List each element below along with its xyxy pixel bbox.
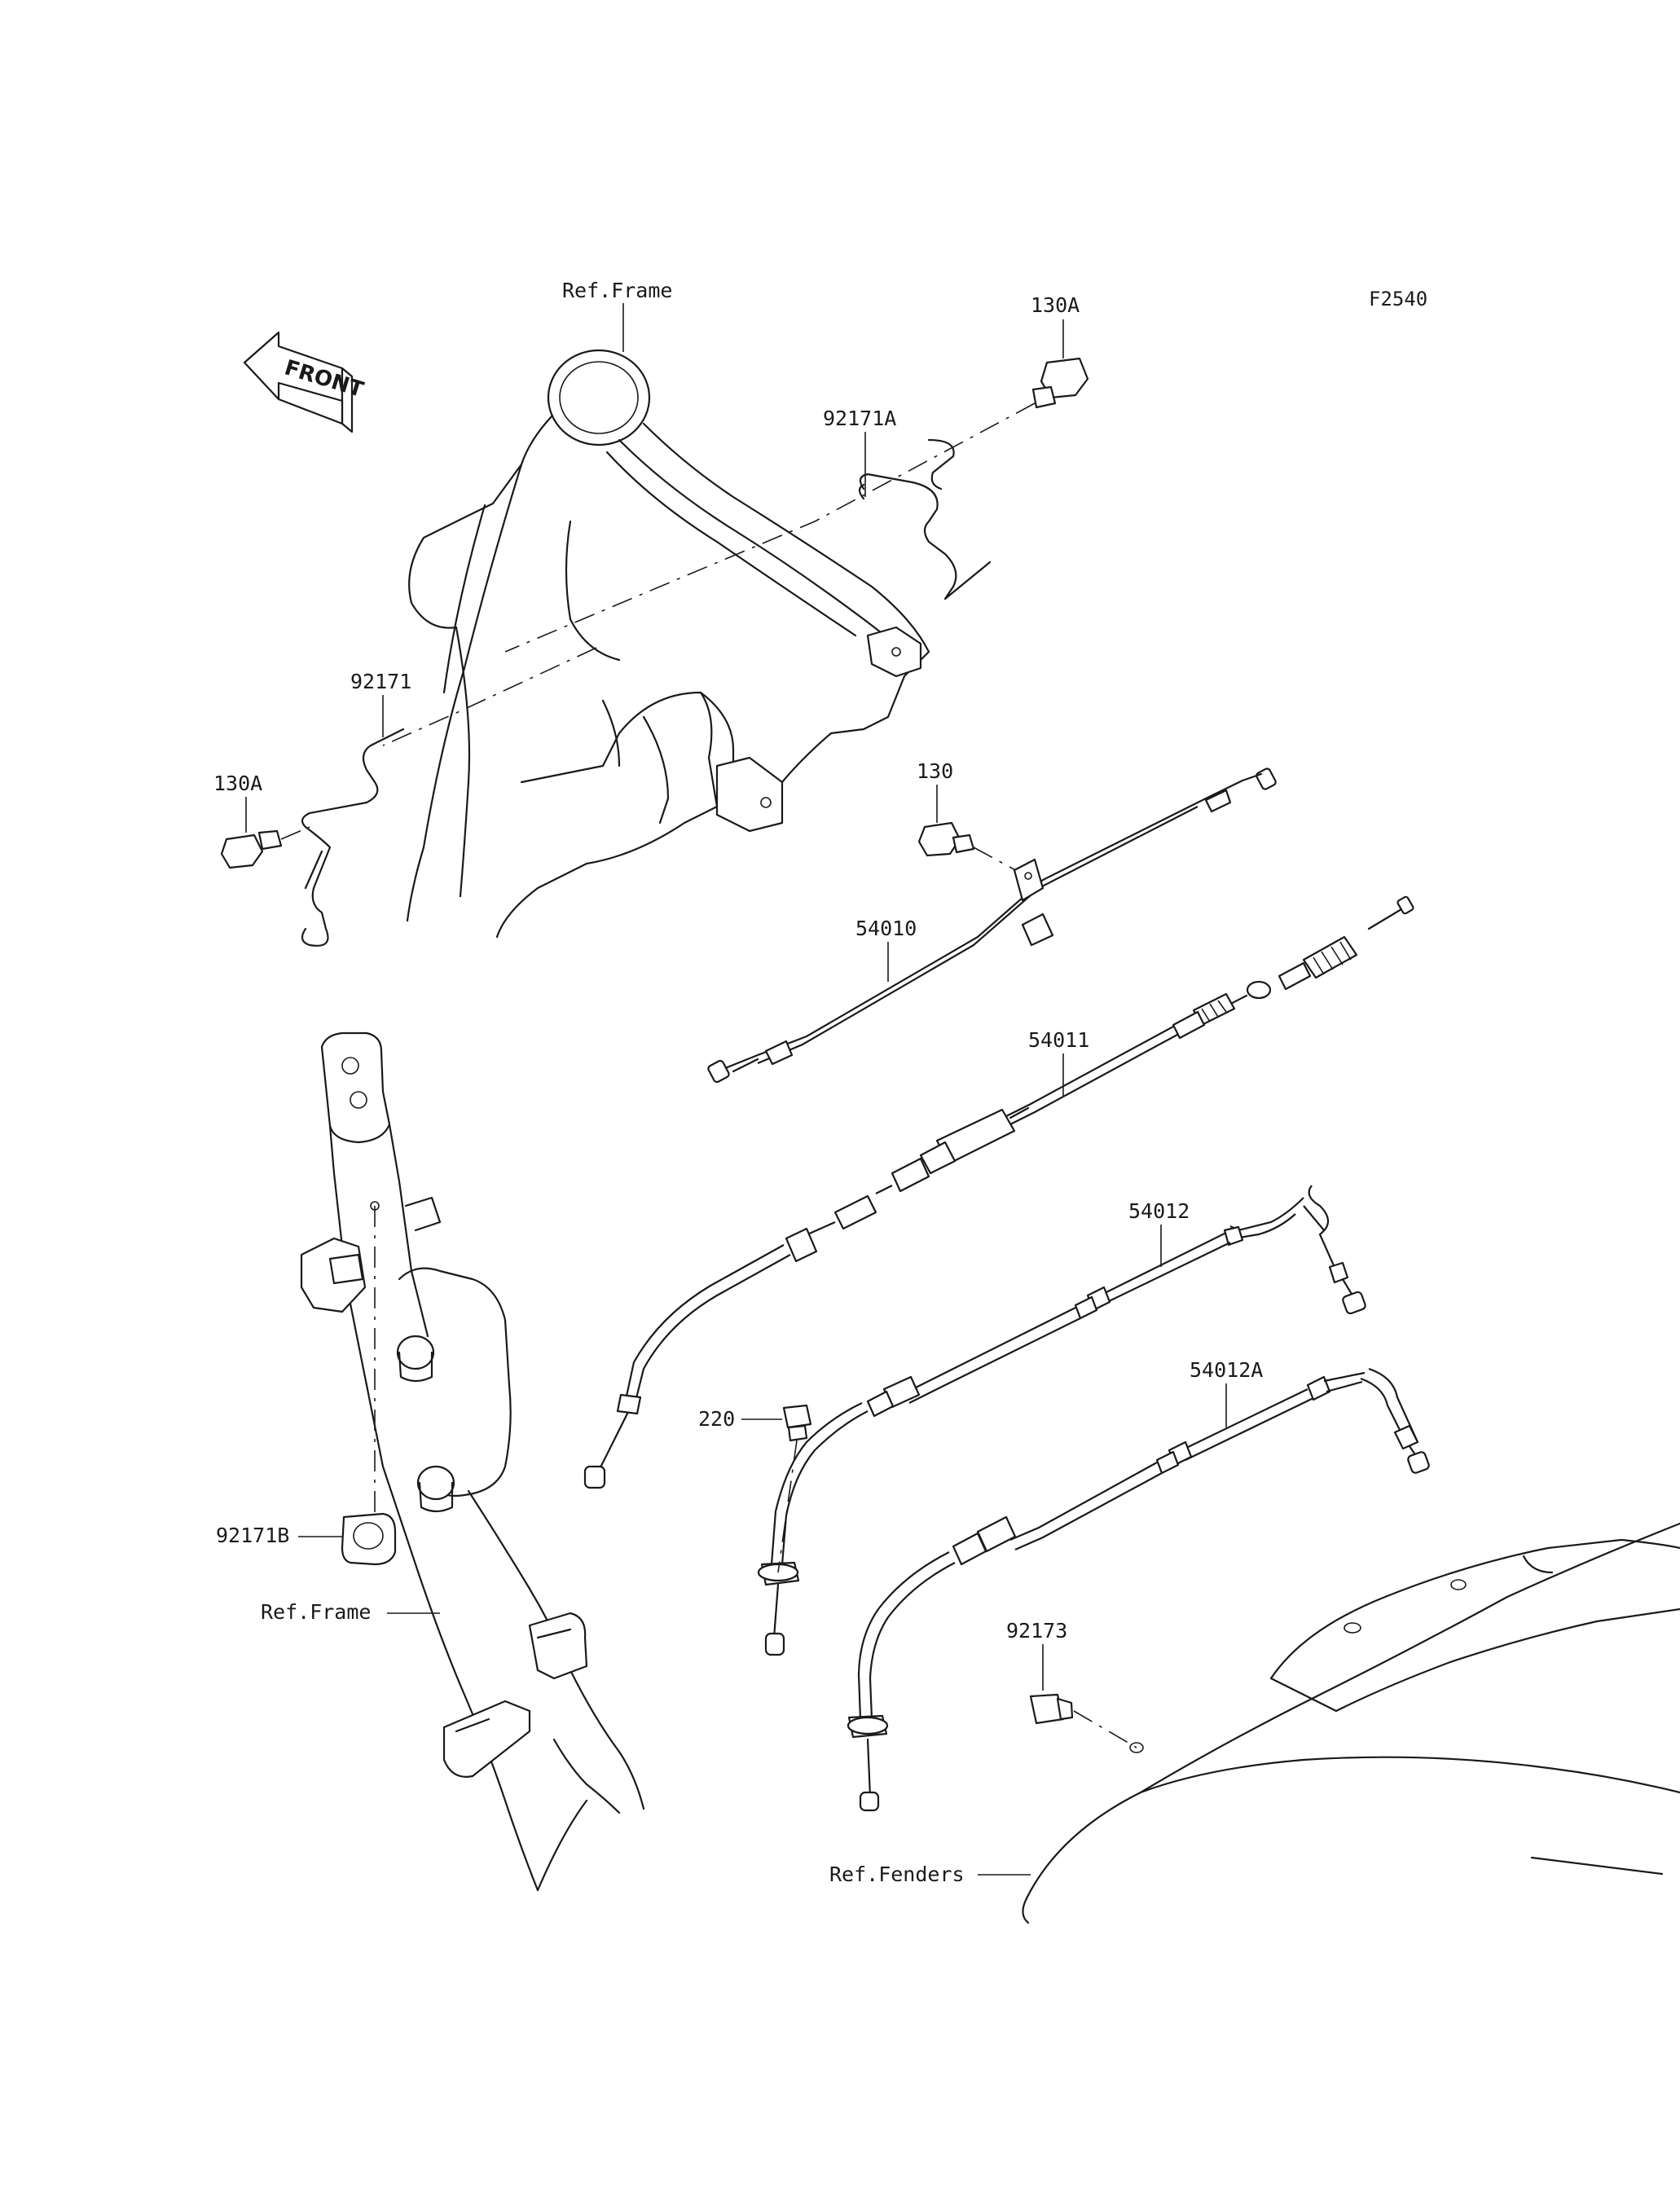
bolt-130-label: 130: [917, 759, 953, 783]
screw-220-centerline: [777, 1440, 798, 1573]
bolt-130-icon: [917, 821, 975, 857]
cable-54011-icon: [583, 895, 1414, 1489]
bolt-130a-left-label: 130A: [213, 772, 262, 795]
lower-frame: [300, 1031, 645, 1892]
bolt-130-centerline: [973, 847, 1019, 873]
clamp-92171-centerline: [382, 647, 597, 746]
clamp-92171b-label: 92171B: [216, 1524, 289, 1547]
clamp-92171-label: 92171: [350, 670, 411, 693]
upper-frame: [406, 349, 930, 939]
bolt-130a-left-icon: [220, 829, 283, 869]
cable-54010-label: 54010: [855, 917, 917, 940]
clamp-92171b-icon: [341, 1512, 397, 1566]
clip-92173-label: 92173: [1006, 1619, 1067, 1643]
clamp-92171-icon: [301, 728, 405, 947]
clamp-92171a-label: 92171A: [823, 407, 896, 430]
screw-220-label: 220: [698, 1407, 735, 1431]
ref-fenders-label: Ref.Fenders: [829, 1863, 965, 1886]
cable-54010-icon: [707, 767, 1277, 1084]
bolt-130a-top-centerline: [504, 402, 1036, 653]
figure-code: F2540: [1369, 288, 1427, 310]
cable-54012-label: 54012: [1128, 1199, 1190, 1223]
ref-frame-top-label: Ref.Frame: [562, 279, 672, 302]
clamp-92171a-icon: [858, 438, 992, 600]
front-arrow-icon: FRONT: [243, 331, 367, 433]
cable-54012a-icon: [847, 1367, 1430, 1812]
clamp-92171b-hole: [370, 1201, 380, 1211]
bolt-130a-top-label: 130A: [1031, 293, 1080, 317]
clip-92173-icon: [1029, 1693, 1074, 1725]
cable-54012-icon: [757, 1185, 1366, 1656]
rear-fender: [1022, 1522, 1680, 1924]
clip-92173-centerline: [1073, 1710, 1137, 1748]
cable-54012a-label: 54012A: [1190, 1358, 1263, 1382]
bolt-130a-left-centerline: [280, 826, 310, 840]
ref-frame-bottom-label: Ref.Frame: [261, 1600, 371, 1624]
screw-220-icon: [782, 1404, 812, 1442]
bolt-130a-top-icon: [1031, 357, 1089, 409]
cable-54011-label: 54011: [1028, 1028, 1089, 1052]
